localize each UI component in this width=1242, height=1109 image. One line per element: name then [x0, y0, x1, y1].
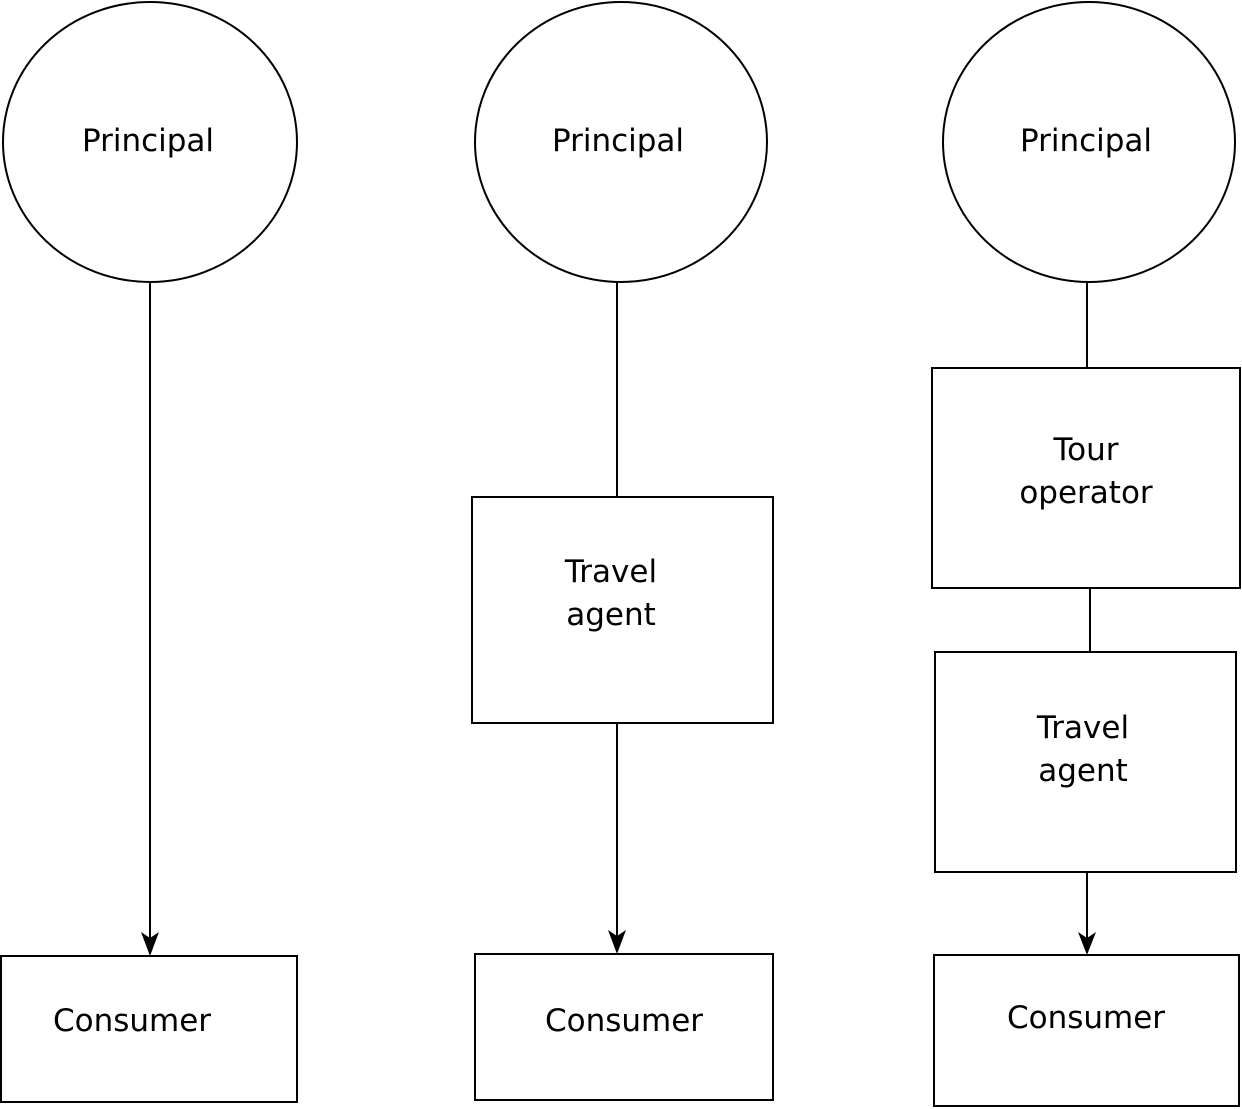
chain-2-travel-agent-label: Travel — [564, 554, 657, 590]
chain-2: Principal Travel agent Consumer — [471, 1, 774, 1101]
chain-3-tour-operator-label: Tour — [1052, 432, 1118, 468]
chain-3-travel-agent-label: Travel — [1036, 710, 1129, 746]
chain-3-travel-agent-label-line2: agent — [1038, 753, 1128, 789]
chain-1-consumer-node — [0, 955, 298, 1103]
chain-3-consumer-node — [933, 954, 1240, 1107]
chain-3-principal-label: Principal — [1020, 123, 1152, 159]
chain-2-travel-agent-node — [471, 496, 774, 724]
chain-3-tour-operator-label-line2: operator — [1019, 475, 1153, 511]
chain-1-principal-label: Principal — [82, 123, 214, 159]
chain-3-tour-operator-node — [931, 367, 1241, 589]
chain-1-consumer-label: Consumer — [53, 1003, 211, 1039]
chain-3: Principal Tour operator Travel agent Con… — [931, 1, 1241, 1107]
chain-2-principal-node — [474, 1, 768, 283]
chain-3-consumer-label: Consumer — [1007, 1000, 1165, 1036]
chain-2-consumer-node — [474, 953, 774, 1101]
chain-2-travel-agent-label-line2: agent — [566, 597, 656, 633]
chain-2-consumer-label: Consumer — [545, 1003, 703, 1039]
chain-3-travel-agent-node — [934, 651, 1237, 873]
chain-2-arrowhead — [608, 930, 626, 954]
chain-3-arrowhead — [1078, 932, 1096, 955]
chain-3-principal-node — [942, 1, 1236, 283]
chain-1: Principal Consumer — [0, 1, 298, 1103]
chain-2-principal-label: Principal — [552, 123, 684, 159]
chain-1-arrowhead — [141, 932, 159, 956]
